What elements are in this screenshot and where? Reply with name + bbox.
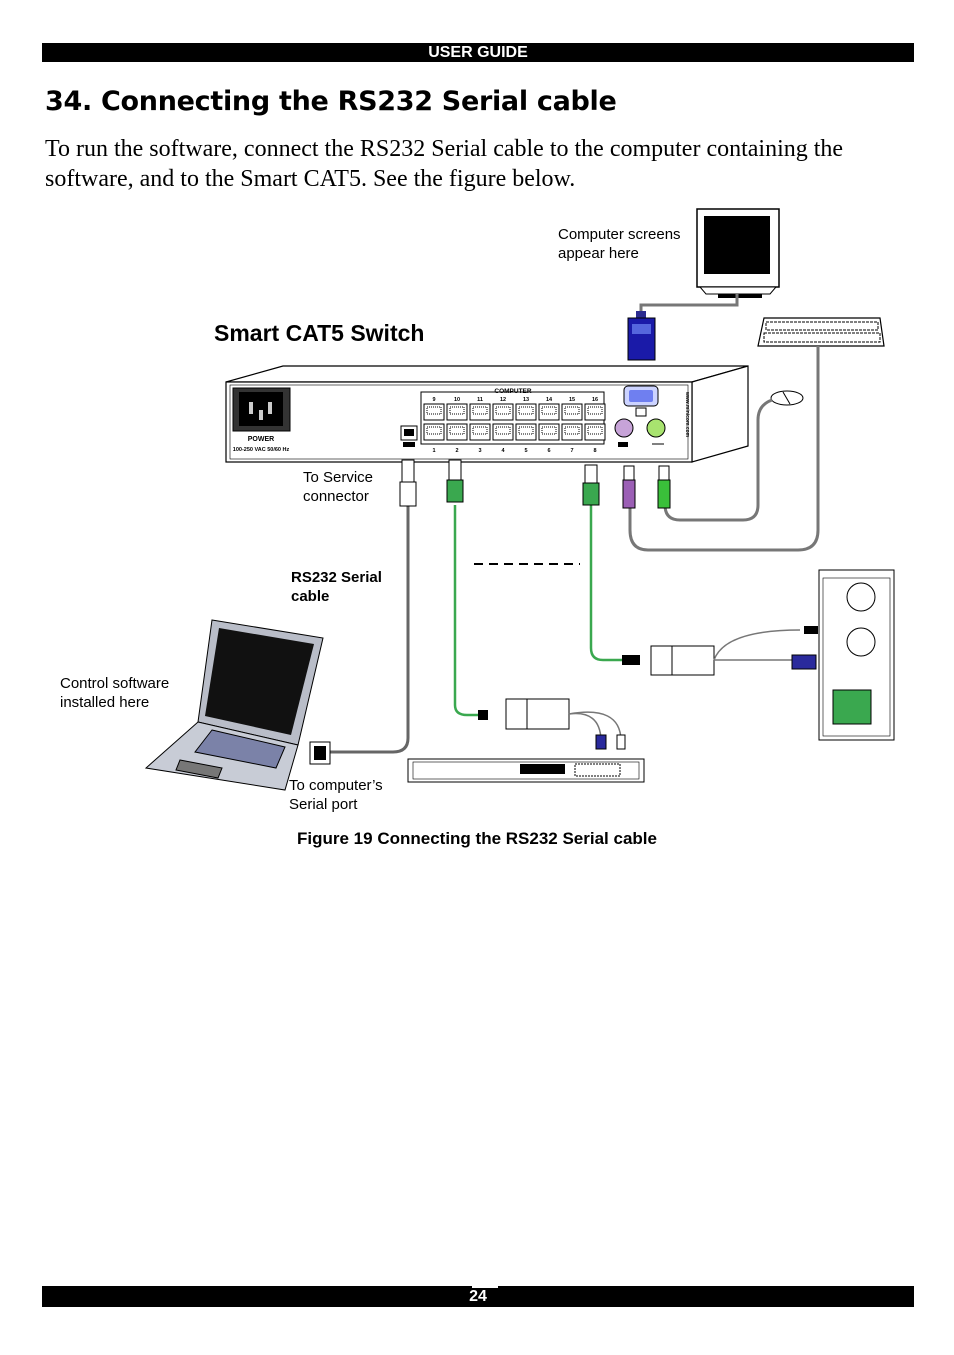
rj45-port: [561, 423, 583, 441]
rj45-port: [423, 403, 445, 421]
rj45-port: [469, 403, 491, 421]
header-bar: USER GUIDE: [42, 43, 914, 62]
rj45-port: [446, 403, 468, 421]
rj45-port: [492, 423, 514, 441]
port-number: 5: [524, 448, 527, 454]
mouse-icon: [770, 390, 804, 406]
rj45-port: [515, 403, 537, 421]
service-connector-label: To Service connector: [303, 469, 374, 505]
screens-label: Computer screens appear here: [558, 226, 681, 262]
port-number: 8: [593, 448, 596, 454]
monitor-icon: [696, 208, 780, 298]
control-software-label: Control software installed here: [60, 675, 170, 711]
serial-port-label: To computer’s Serial port: [289, 777, 383, 813]
port-number: 14: [546, 397, 553, 403]
port-number: 1: [432, 448, 435, 454]
rj45-port: [584, 403, 606, 421]
computer-label: COMPUTER: [494, 388, 532, 395]
rj45-port: [469, 423, 491, 441]
rj45-plug-icon: [582, 464, 600, 506]
rs232-cable-label: RS232 Serial cable: [291, 569, 382, 605]
rj45-port: [584, 423, 606, 441]
rj45-port: [515, 423, 537, 441]
rack-server-icon: [407, 758, 645, 783]
port-number: 7: [570, 448, 573, 454]
rj45-port: [561, 403, 583, 421]
switch-title: Smart CAT5 Switch: [214, 320, 425, 346]
laptop-icon: [144, 619, 324, 791]
website-label: www.minicom.com: [684, 391, 690, 438]
port-number: 4: [501, 448, 505, 454]
rj45-port: [423, 423, 445, 441]
port-number: 9: [432, 397, 435, 403]
port-number: 16: [592, 397, 598, 403]
tower-pc-icon: [818, 569, 895, 741]
rj45-port: [538, 423, 560, 441]
section-title: 34. Connecting the RS232 Serial cable: [45, 86, 617, 117]
power-label: POWER: [248, 436, 274, 443]
header-title: USER GUIDE: [428, 44, 528, 61]
port-number: 11: [477, 397, 483, 403]
rj45-port: [446, 423, 468, 441]
port-number: 15: [569, 397, 575, 403]
vga-connector-icon: [627, 311, 656, 361]
figure-caption: Figure 19 Connecting the RS232 Serial ca…: [297, 829, 657, 848]
port-number: 2: [455, 448, 458, 454]
page-number: 24: [469, 1288, 487, 1305]
voltage-label: 100-250 VAC 50/60 Hz: [233, 447, 290, 453]
port-number: 10: [454, 397, 460, 403]
footer-bar: 24: [42, 1286, 914, 1307]
rj45-port: [538, 403, 560, 421]
port-number: 12: [500, 397, 506, 403]
intro-paragraph: To run the software, connect the RS232 S…: [45, 136, 844, 192]
rj45-plug-icon: [399, 459, 417, 507]
rj45-plug-icon: [446, 459, 464, 503]
port-number: 3: [478, 448, 481, 454]
port-number: 13: [523, 397, 529, 403]
port-number: 6: [547, 448, 550, 454]
smart-cat5-switch: [225, 365, 749, 463]
rj45-port: [492, 403, 514, 421]
keyboard-icon: [757, 317, 885, 347]
